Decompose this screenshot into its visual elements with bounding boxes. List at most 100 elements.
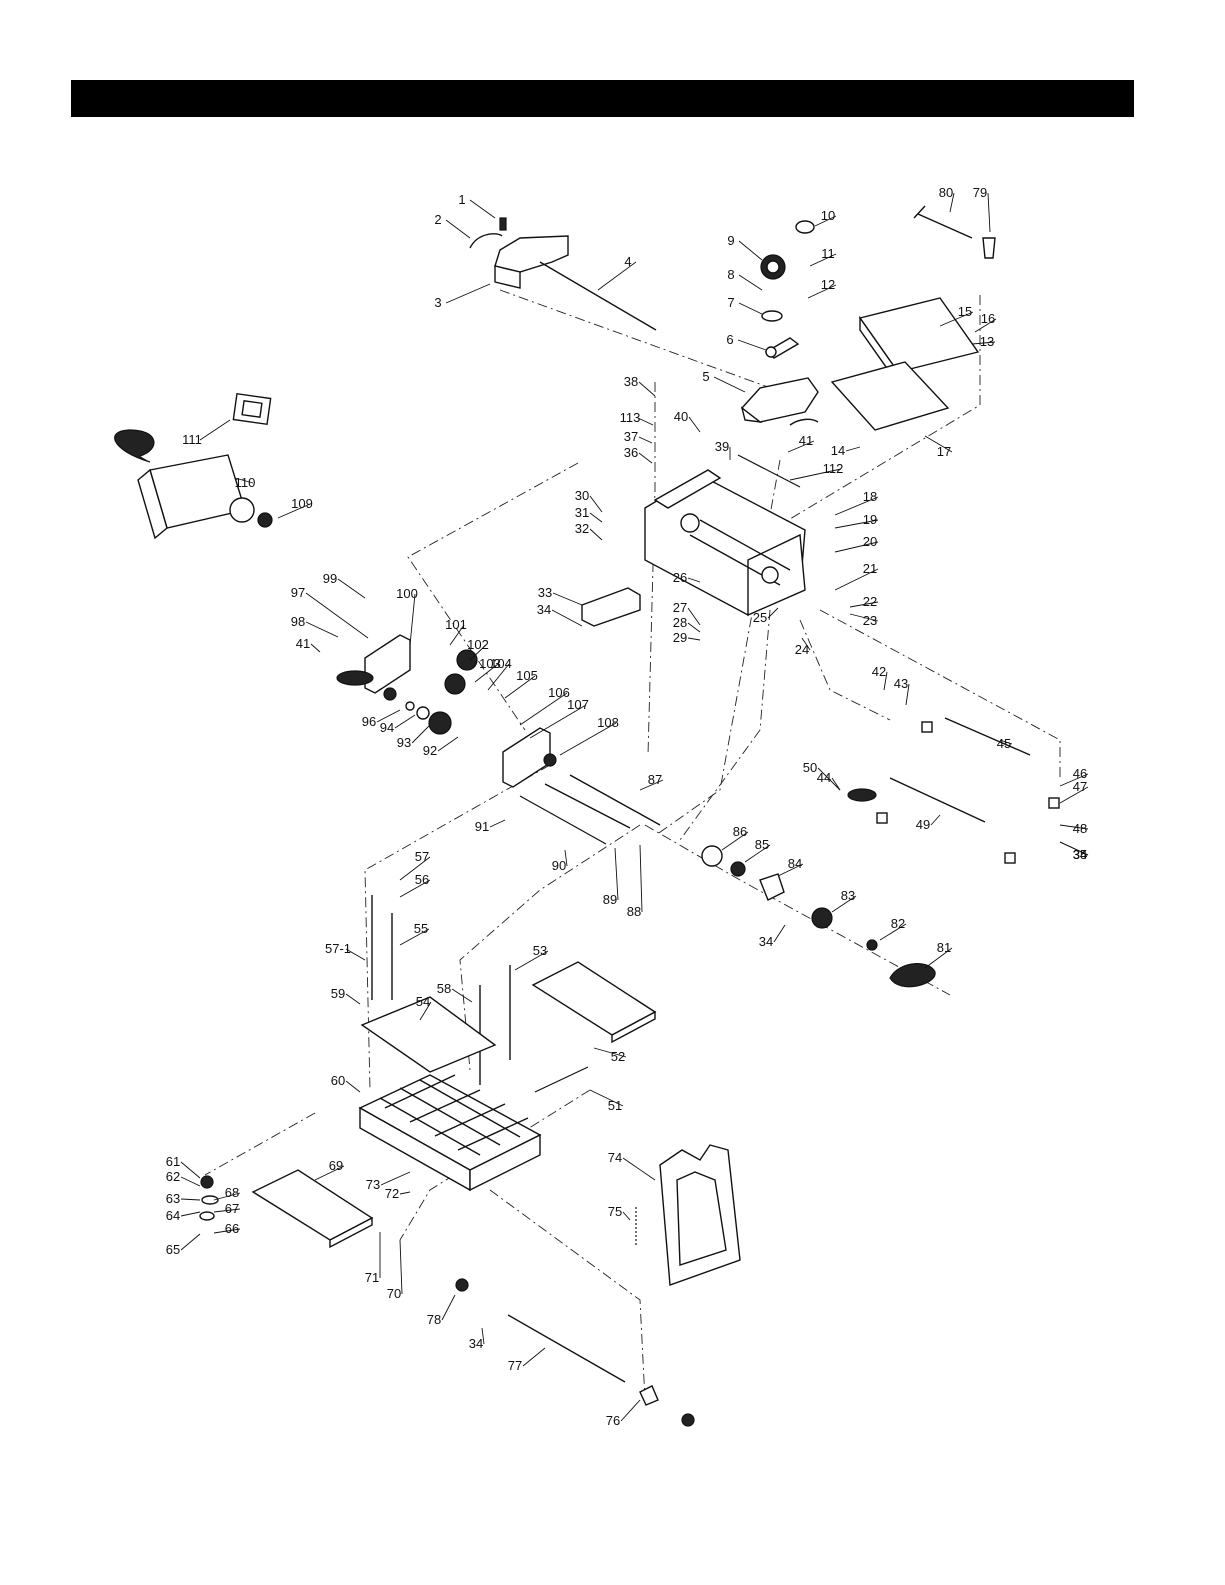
leader-line-74 bbox=[622, 1157, 656, 1181]
leader-line-111 bbox=[199, 419, 231, 441]
gear-plate-96 bbox=[364, 634, 411, 694]
leader-line-57 bbox=[399, 856, 431, 881]
leader-line-10 bbox=[814, 215, 837, 227]
callout-93: 93 bbox=[397, 735, 411, 750]
callout-29: 29 bbox=[673, 630, 687, 645]
shaft-76 bbox=[507, 1314, 626, 1383]
nut-113 bbox=[681, 1413, 695, 1427]
callout-34: 34 bbox=[537, 602, 551, 617]
sheet-53 bbox=[360, 996, 497, 1073]
leader-line-110 bbox=[234, 477, 254, 484]
callout-103: 103 bbox=[479, 656, 501, 671]
leader-line-61 bbox=[180, 1161, 201, 1179]
handle-bracket-right bbox=[740, 377, 819, 423]
leader-line-29 bbox=[687, 637, 701, 641]
leader-line-54 bbox=[419, 1001, 432, 1021]
callout-104: 104 bbox=[490, 656, 512, 671]
callout-51: 51 bbox=[608, 1098, 622, 1113]
gear-93 bbox=[416, 706, 430, 720]
callout-31: 31 bbox=[575, 505, 589, 520]
leader-line-53 bbox=[514, 950, 549, 971]
leader-line-42 bbox=[883, 671, 888, 691]
leader-line-102 bbox=[469, 644, 487, 661]
leader-line-9 bbox=[738, 240, 763, 261]
callout-75: 75 bbox=[608, 1204, 622, 1219]
callout-9: 9 bbox=[727, 233, 734, 248]
leader-line-15 bbox=[939, 311, 974, 327]
bearing-107 bbox=[543, 753, 557, 767]
leader-line-19 bbox=[834, 519, 879, 529]
leader-line-12 bbox=[807, 284, 837, 299]
leader-line-30 bbox=[589, 495, 603, 513]
callout-57-1: 57-1 bbox=[325, 941, 351, 956]
callout-59: 59 bbox=[331, 986, 345, 1001]
leader-line-57-1 bbox=[345, 948, 366, 961]
leader-line-106 bbox=[519, 692, 568, 726]
gear-102 bbox=[444, 673, 466, 695]
callout-11: 11 bbox=[821, 246, 835, 261]
leader-line-34 bbox=[481, 1327, 485, 1345]
leader-line-22 bbox=[849, 601, 879, 608]
leader-line-35 bbox=[1059, 841, 1089, 856]
hub-85 bbox=[701, 845, 723, 867]
cutterhead-86 bbox=[569, 774, 661, 826]
gear-101 bbox=[456, 649, 478, 671]
leader-line-3 bbox=[445, 283, 491, 304]
leader-line-70 bbox=[399, 1239, 403, 1295]
leader-line-80 bbox=[949, 192, 955, 213]
callout-19: 19 bbox=[863, 512, 877, 527]
magnet-78 bbox=[982, 237, 996, 259]
callout-41: 41 bbox=[799, 433, 813, 448]
callout-70: 70 bbox=[387, 1286, 401, 1301]
callout-37: 37 bbox=[624, 429, 638, 444]
foot-62 bbox=[201, 1195, 219, 1205]
callout-61: 61 bbox=[166, 1154, 180, 1169]
callout-6: 6 bbox=[726, 332, 733, 347]
callout-15: 15 bbox=[958, 304, 972, 319]
callout-105: 105 bbox=[516, 668, 538, 683]
leader-line-32 bbox=[589, 528, 603, 541]
callout-50: 50 bbox=[803, 760, 817, 775]
leader-line-1 bbox=[469, 199, 496, 219]
nut-81 bbox=[866, 939, 878, 951]
callout-108: 108 bbox=[597, 715, 619, 730]
leader-line-93 bbox=[411, 724, 431, 744]
callout-110: 110 bbox=[235, 475, 256, 490]
callout-5: 5 bbox=[702, 369, 709, 384]
callout-46: 46 bbox=[1073, 766, 1087, 781]
t-wrench-79 bbox=[917, 213, 973, 239]
bearing-84 bbox=[730, 861, 746, 877]
leader-line-65 bbox=[180, 1233, 201, 1251]
leader-line-44 bbox=[831, 777, 841, 791]
leader-line-108 bbox=[559, 722, 617, 756]
leader-line-75 bbox=[622, 1211, 631, 1221]
callout-30: 30 bbox=[575, 488, 589, 503]
leader-line-62 bbox=[180, 1176, 201, 1187]
leader-line-107 bbox=[529, 704, 587, 739]
leader-line-84 bbox=[777, 863, 804, 877]
callout-18: 18 bbox=[863, 489, 877, 504]
callout-81: 81 bbox=[937, 940, 951, 955]
leader-line-77 bbox=[522, 1347, 546, 1367]
callout-91: 91 bbox=[475, 819, 489, 834]
leader-line-24 bbox=[801, 637, 811, 651]
deflector-17 bbox=[830, 361, 950, 431]
part-shapes bbox=[114, 205, 1060, 1427]
leader-line-17 bbox=[924, 435, 953, 453]
leader-line-86 bbox=[721, 831, 749, 851]
leader-line-97 bbox=[305, 592, 369, 639]
callout-57: 57 bbox=[415, 849, 429, 864]
leader-line-72 bbox=[399, 1191, 411, 1195]
leader-line-4 bbox=[597, 261, 637, 291]
callout-43: 43 bbox=[894, 676, 908, 691]
callout-28: 28 bbox=[673, 615, 687, 630]
callout-22: 22 bbox=[863, 594, 877, 609]
callout-54: 54 bbox=[416, 994, 430, 1009]
leader-line-83 bbox=[831, 895, 857, 913]
leader-line-25 bbox=[767, 607, 779, 619]
leader-line-113 bbox=[637, 417, 654, 426]
leader-line-87 bbox=[639, 779, 664, 791]
leader-line-34 bbox=[551, 609, 583, 627]
callout-106: 106 bbox=[548, 685, 570, 700]
